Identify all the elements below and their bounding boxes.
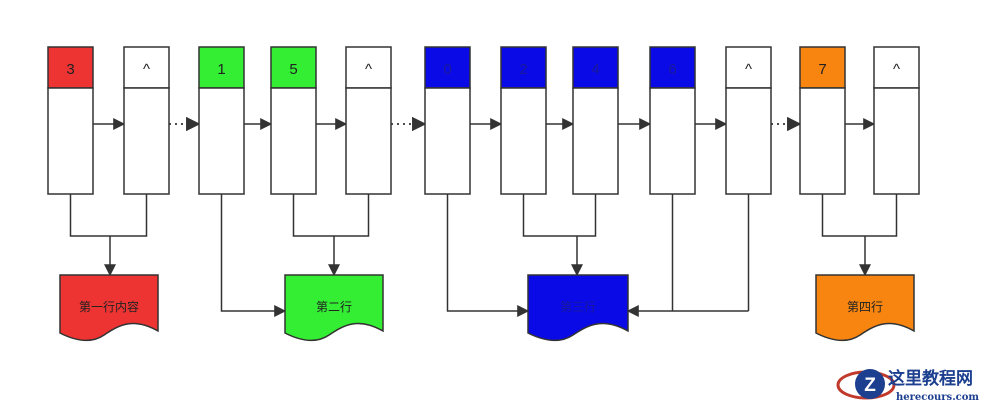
node-pointer-cell (649, 87, 696, 195)
group-bracket (69, 194, 148, 237)
document-shape (59, 274, 159, 342)
list-node: ^ (725, 46, 772, 195)
row-document: 第四行 (815, 274, 915, 342)
watermark-logo: Z (836, 369, 896, 400)
list-node: 2 (500, 46, 547, 195)
node-header (345, 46, 392, 89)
node-header (270, 46, 317, 89)
node-pointer-cell (725, 87, 772, 195)
node-label: 3 (66, 61, 74, 78)
node-label: 2 (519, 61, 527, 78)
list-node: 6 (649, 46, 696, 195)
watermark-logo-letter: Z (864, 375, 876, 396)
document-label: 第二行 (316, 300, 352, 314)
list-node: 1 (198, 46, 245, 195)
node-pointer-cell (345, 87, 392, 195)
node-pointer-cell (198, 87, 245, 195)
row-documents: 第一行内容 第二行 第三行 第四行 (59, 274, 915, 342)
list-node: 4 (572, 46, 619, 195)
row-document: 第二行 (284, 274, 384, 342)
document-shape (527, 274, 629, 342)
node-header (873, 46, 920, 89)
node-header (649, 46, 696, 89)
list-nodes: 3 ^ 1 5 ^ 0 2 4 6 ^ 7 ^ (47, 46, 920, 195)
document-label: 第一行内容 (79, 299, 139, 314)
list-node: 5 (270, 46, 317, 195)
node-pointer-cell (799, 87, 846, 195)
node-label: ^ (893, 61, 900, 78)
node-label: 4 (591, 61, 599, 78)
document-label: 第四行 (847, 300, 883, 314)
node-label: 0 (443, 61, 451, 78)
group-arrow (220, 194, 287, 317)
node-label: 7 (818, 61, 826, 78)
group-arrow (446, 194, 530, 317)
node-header (424, 46, 471, 89)
node-pointer-cell (500, 87, 547, 195)
node-pointer-cell (572, 87, 619, 195)
document-label: 第三行 (560, 300, 596, 314)
group-bracket (821, 194, 898, 237)
node-label: 5 (289, 61, 297, 78)
document-shape (284, 274, 384, 342)
node-pointer-cell (873, 87, 920, 195)
node-pointer-cell (47, 87, 94, 195)
node-header (725, 46, 772, 89)
connectors (69, 116, 898, 317)
node-label: ^ (365, 61, 372, 78)
group-bracket (292, 194, 370, 237)
list-node: ^ (123, 46, 170, 195)
watermark-title: 这里教程网 (888, 368, 973, 389)
row-document: 第三行 (527, 274, 629, 342)
node-header (47, 46, 94, 89)
node-label: ^ (745, 61, 752, 78)
node-pointer-cell (424, 87, 471, 195)
list-node: 0 (424, 46, 471, 195)
group-bracket (522, 194, 597, 237)
document-shape (815, 274, 915, 342)
node-header (198, 46, 245, 89)
node-label: 6 (668, 61, 676, 78)
node-label: ^ (143, 61, 150, 78)
node-pointer-cell (123, 87, 170, 195)
watermark: Z 这里教程网 herecours.com (836, 368, 979, 403)
list-node: ^ (345, 46, 392, 195)
node-header (572, 46, 619, 89)
node-pointer-cell (270, 87, 317, 195)
list-node: ^ (873, 46, 920, 195)
node-label: 1 (217, 61, 225, 78)
watermark-subtitle: herecours.com (896, 392, 979, 403)
list-node: 3 (47, 46, 94, 195)
row-document: 第一行内容 (59, 274, 159, 342)
list-node: 7 (799, 46, 846, 195)
